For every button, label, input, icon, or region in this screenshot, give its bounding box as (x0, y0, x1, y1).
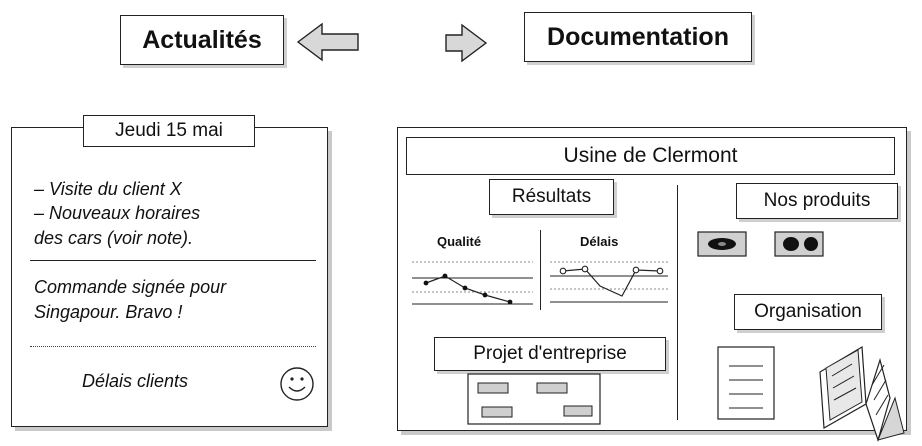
project-box[interactable]: Projet d'entreprise (434, 337, 666, 371)
products-title: Nos produits (763, 190, 871, 211)
organisation-title: Organisation (754, 301, 862, 322)
results-chart-divider (540, 230, 541, 310)
site-title: Usine de Clermont (563, 144, 738, 167)
docs-column-divider (677, 185, 678, 420)
left-arrow-shape (296, 22, 359, 62)
results-title: Résultats (511, 186, 592, 207)
news-item-visit: – Visite du client X (34, 179, 182, 199)
organisation-box[interactable]: Organisation (734, 294, 882, 330)
news-date: Jeudi 15 mai (115, 120, 223, 141)
products-box[interactable]: Nos produits (736, 183, 898, 219)
news-note-line1: Commande signée pour (34, 277, 227, 297)
results-box[interactable]: Résultats (489, 179, 614, 215)
chart-delays-label: Délais (580, 234, 619, 249)
news-title: Actualités (142, 25, 262, 54)
news-note-line2: Singapour. Bravo ! (34, 302, 183, 322)
chart-quality-label: Qualité (437, 234, 482, 249)
news-divider-dotted (30, 346, 316, 347)
news-divider-solid (30, 260, 316, 261)
news-title-box[interactable]: Actualités (120, 15, 284, 65)
docs-title: Documentation (547, 22, 729, 51)
site-title-box[interactable]: Usine de Clermont (406, 137, 895, 175)
right-arrow-shape (445, 23, 488, 63)
news-footer[interactable]: Délais clients (82, 371, 189, 391)
docs-title-box[interactable]: Documentation (524, 12, 752, 62)
news-item-schedule-line1: – Nouveaux horaires (34, 203, 201, 223)
news-panel (11, 127, 328, 427)
news-item-schedule-line2: des cars (voir note). (34, 228, 194, 248)
project-title: Projet d'entreprise (473, 343, 627, 364)
news-date-box: Jeudi 15 mai (83, 115, 255, 147)
